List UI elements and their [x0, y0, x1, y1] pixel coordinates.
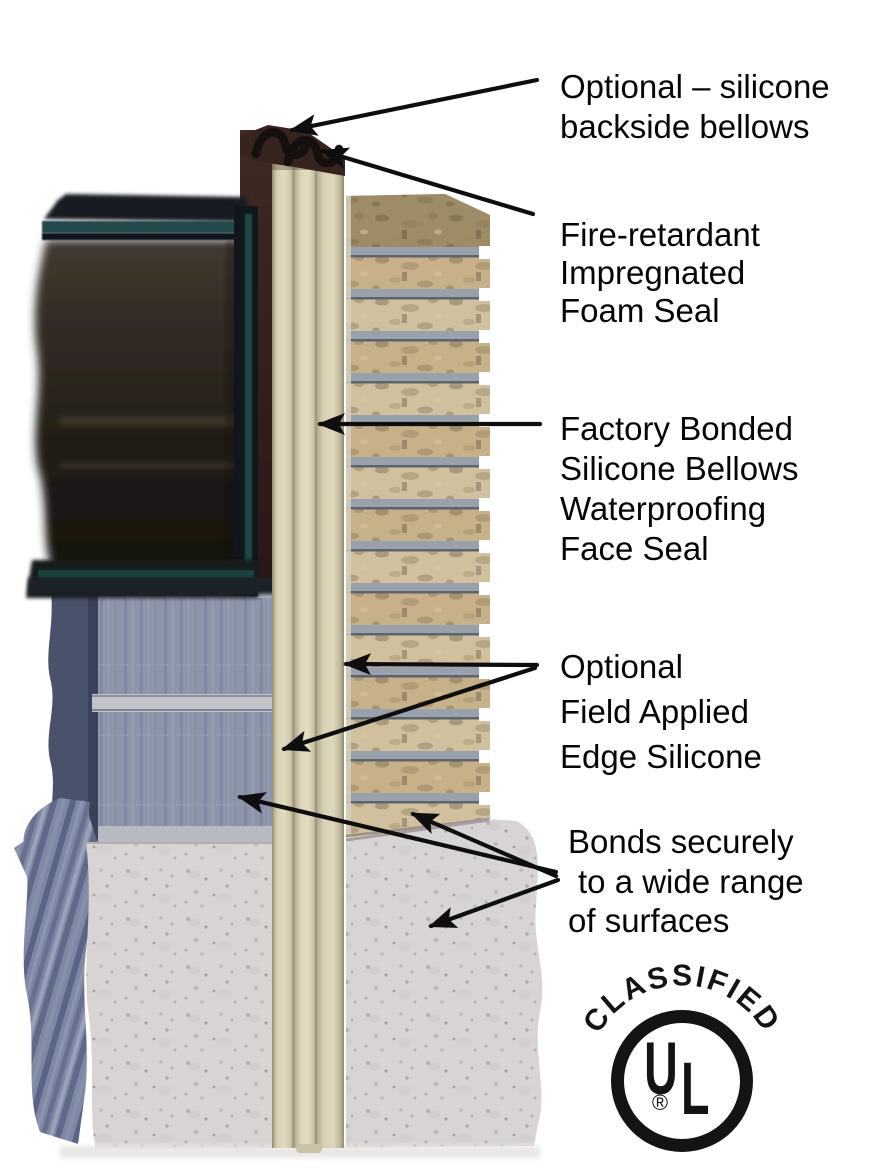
- concrete-foundation-right: [345, 818, 543, 1148]
- label-bonding-line3: of surfaces: [568, 902, 729, 939]
- concrete-foundation-left: [14, 798, 278, 1150]
- concrete-face-left: [86, 843, 278, 1150]
- window: [26, 194, 276, 598]
- block-shadow-edge: [48, 584, 98, 842]
- label-face-seal-line3: Waterproofing: [560, 490, 766, 527]
- concrete-ledge: [14, 800, 98, 888]
- ul-registered-mark: ®: [652, 1090, 668, 1115]
- label-foam-seal-line1: Fire-retardant: [560, 216, 760, 253]
- callout-labels: Optional – silicone backside bellows Fir…: [560, 68, 830, 939]
- ul-ring: [611, 1010, 753, 1152]
- label-backside-bellows-line2: backside bellows: [560, 108, 809, 145]
- stone-block-lower: [98, 712, 272, 826]
- arrow-edge-silicone-left: [281, 665, 538, 752]
- arrow-edge-silicone-right: [343, 653, 540, 676]
- silicone-face-seal: [272, 161, 344, 1148]
- ul-letter-l: L: [681, 1048, 709, 1131]
- ul-letter-u: U: [644, 1028, 678, 1111]
- label-edge-silicone-line1: Optional: [560, 648, 683, 685]
- arrow-foam-seal: [320, 147, 536, 217]
- label-bonding-line2: to a wide range: [578, 863, 804, 900]
- brick-wall: [345, 194, 491, 838]
- block-mortar-joint: [92, 694, 272, 712]
- joint-seal: [272, 161, 344, 1153]
- arrow-bonds-concrete: [428, 877, 561, 929]
- label-foam-seal-line3: Foam Seal: [560, 292, 720, 329]
- window-head-frame: [44, 194, 252, 222]
- mortar-joints: [346, 247, 490, 804]
- label-face-seal-line2: Silicone Bellows: [560, 450, 798, 487]
- arrow-backside-bellows: [289, 77, 540, 136]
- label-backside-bellows-line1: Optional – silicone: [560, 68, 830, 105]
- label-face-seal-line1: Factory Bonded: [560, 410, 793, 447]
- stone-block-upper: [98, 598, 272, 694]
- label-bonding-line1: Bonds securely: [568, 823, 794, 860]
- callout-arrows: [237, 77, 561, 929]
- label-face-seal-line4: Face Seal: [560, 530, 709, 567]
- arrow-bonds-brick: [410, 811, 559, 879]
- window-frame-teal-line: [42, 221, 252, 233]
- rock-edge: [23, 798, 91, 1144]
- stone-blocks: [48, 584, 272, 842]
- arrow-bonds-block: [237, 792, 559, 875]
- label-foam-seal-line2: Impregnated: [560, 254, 745, 291]
- label-edge-silicone-line3: Edge Silicone: [560, 738, 762, 775]
- label-edge-silicone-line2: Field Applied: [560, 693, 749, 730]
- brick-edge-notches: [479, 246, 490, 805]
- window-glass: [34, 240, 248, 574]
